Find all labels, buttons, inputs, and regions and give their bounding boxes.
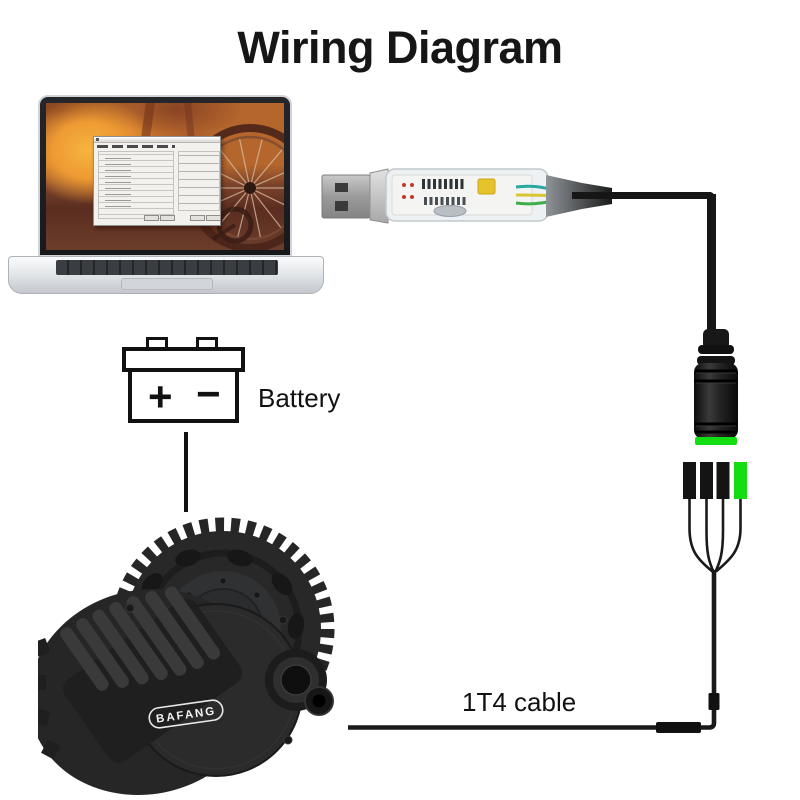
chainring-cutouts bbox=[141, 549, 305, 639]
cable-vertical-run bbox=[707, 194, 716, 336]
crank-axle bbox=[265, 649, 334, 716]
battery-plus-sign: + bbox=[148, 373, 173, 420]
battery-body bbox=[128, 368, 239, 423]
yellow-component bbox=[477, 178, 496, 195]
connector-barrel bbox=[694, 363, 738, 439]
splitter-plug-black-2 bbox=[700, 462, 713, 499]
battery-minus-sign: − bbox=[196, 370, 221, 417]
page-title: Wiring Diagram bbox=[237, 22, 563, 73]
connector-boot bbox=[703, 329, 729, 349]
dialog-button bbox=[206, 215, 221, 221]
bicycle-photo-wallpaper bbox=[46, 103, 284, 250]
usb-programming-cable bbox=[321, 168, 612, 224]
dialog-form-panel bbox=[98, 151, 174, 219]
dialog-form-labels bbox=[105, 156, 131, 212]
dialog-tabs bbox=[97, 145, 175, 148]
usb-crimp-shell bbox=[369, 168, 389, 224]
battery-wire bbox=[184, 432, 188, 512]
laptop bbox=[8, 93, 324, 299]
splitter-main-cable bbox=[348, 570, 717, 730]
laptop-trackpad bbox=[121, 278, 213, 290]
crystal-oscillator bbox=[433, 205, 467, 217]
splitter-plug-black-1 bbox=[683, 462, 696, 499]
laptop-keyboard bbox=[56, 260, 278, 275]
usb-pcb-housing bbox=[385, 168, 555, 222]
motor-cooling-fins bbox=[60, 586, 243, 763]
laptop-base bbox=[8, 256, 324, 294]
mid-drive-motor: BAFANG bbox=[38, 517, 335, 796]
laptop-screen bbox=[38, 95, 292, 257]
splitter-1t4 bbox=[348, 462, 747, 733]
dialog-side-panel bbox=[178, 151, 220, 211]
dialog-button bbox=[144, 215, 159, 221]
cable-horizontal-run bbox=[572, 192, 714, 199]
dialog-titlebar bbox=[94, 137, 220, 143]
round-connector bbox=[694, 329, 738, 445]
connector-green-ring bbox=[695, 437, 737, 445]
connector-ribs bbox=[695, 369, 737, 434]
splitter-plug-green bbox=[734, 462, 747, 499]
dialog-button bbox=[160, 215, 175, 221]
config-dialog bbox=[93, 136, 221, 226]
cable-label: 1T4 cable bbox=[462, 687, 577, 717]
splitter-plug-black-3 bbox=[716, 462, 730, 499]
splitter-wires bbox=[688, 499, 742, 573]
ferrite-bead bbox=[708, 693, 720, 710]
dialog-app-icon bbox=[96, 138, 99, 141]
usb-plug-icon bbox=[321, 174, 371, 219]
battery-label: Battery bbox=[258, 383, 341, 413]
inline-connector bbox=[656, 722, 701, 733]
dialog-button bbox=[190, 215, 205, 221]
